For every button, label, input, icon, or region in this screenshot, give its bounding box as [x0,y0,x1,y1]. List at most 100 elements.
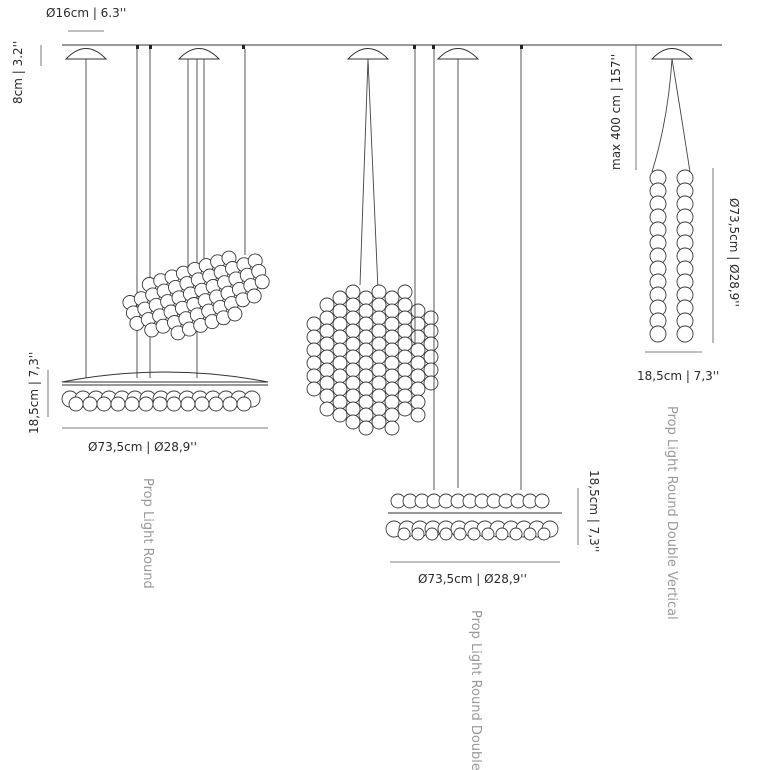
glass-sphere [509,527,523,541]
glass-sphere [152,396,168,412]
prop-light-round-double-vertical [649,58,694,343]
glass-sphere [423,375,439,391]
glass-sphere [384,355,400,371]
glass-sphere [319,336,335,352]
glass-sphere [423,349,439,365]
glass-sphere [410,407,426,423]
glass-sphere [371,362,387,378]
glass-sphere [345,362,361,378]
glass-sphere [332,342,348,358]
glass-sphere [410,303,426,319]
glass-sphere [397,401,413,417]
glass-sphere [345,310,361,326]
glass-sphere [222,396,238,412]
glass-sphere [166,396,182,412]
glass-sphere [345,336,361,352]
glass-sphere [319,323,335,339]
glass-sphere [397,349,413,365]
glass-sphere [397,297,413,313]
vertical-depth-label: 18,5cm | 7,3'' [637,369,719,383]
glass-sphere [453,527,467,541]
glass-sphere [138,396,154,412]
glass-sphere [371,414,387,430]
glass-sphere [332,394,348,410]
glass-sphere [384,407,400,423]
glass-sphere [384,394,400,410]
caption-prop-light-round-double-vertical: Prop Light Round Double Vertical [664,406,679,620]
glass-sphere [358,394,374,410]
glass-sphere [358,407,374,423]
glass-sphere [319,375,335,391]
glass-sphere [306,342,322,358]
glass-sphere [371,349,387,365]
glass-sphere [371,284,387,300]
glass-sphere [345,388,361,404]
glass-sphere [345,401,361,417]
glass-sphere [423,336,439,352]
glass-sphere [358,381,374,397]
glass-sphere [371,401,387,417]
glass-sphere [534,493,550,509]
glass-sphere [397,362,413,378]
glass-sphere [358,420,374,436]
glass-sphere [423,323,439,339]
glass-sphere [384,368,400,384]
canopies [64,48,694,60]
glass-sphere [227,306,243,322]
glass-sphere [332,381,348,397]
glass-sphere [82,396,98,412]
glass-sphere [397,336,413,352]
glass-sphere [410,316,426,332]
double-height-label: 18,5cm | 7,3'' [587,470,601,552]
vertical-diameter-label: Ø73,5cm | Ø28,9'' [727,198,741,307]
glass-sphere [319,362,335,378]
glass-sphere [384,303,400,319]
glass-sphere [306,368,322,384]
glass-sphere [345,297,361,313]
caption-prop-light-round-double: Prop Light Round Double [468,610,483,770]
glass-sphere [332,407,348,423]
glass-sphere [397,527,411,541]
glass-sphere [649,325,667,343]
glass-sphere [306,316,322,332]
cable-anchors [136,45,523,49]
glass-sphere [481,527,495,541]
glass-sphere [425,527,439,541]
glass-sphere [439,527,453,541]
glass-sphere [110,396,126,412]
glass-sphere [467,527,481,541]
glass-sphere [384,316,400,332]
glass-sphere [411,527,425,541]
glass-sphere [345,349,361,365]
glass-sphere [194,396,210,412]
glass-sphere [332,290,348,306]
glass-sphere [384,420,400,436]
glass-sphere [410,329,426,345]
glass-sphere [319,388,335,404]
dimension-lines [40,30,714,563]
glass-sphere [345,323,361,339]
glass-sphere [319,297,335,313]
glass-sphere [332,316,348,332]
prop-light-round [61,49,269,412]
glass-sphere [410,368,426,384]
glass-sphere [371,310,387,326]
glass-sphere [397,375,413,391]
glass-sphere [397,310,413,326]
glass-sphere [180,396,196,412]
glass-sphere [68,396,84,412]
glass-sphere [246,288,262,304]
glass-sphere [358,303,374,319]
glass-sphere [423,362,439,378]
glass-sphere [208,396,224,412]
glass-sphere [306,329,322,345]
glass-sphere [384,290,400,306]
glass-sphere [371,375,387,391]
glass-sphere [124,396,140,412]
glass-sphere [384,381,400,397]
glass-sphere [358,342,374,358]
glass-sphere [384,329,400,345]
glass-sphere [676,325,694,343]
glass-sphere [358,316,374,332]
